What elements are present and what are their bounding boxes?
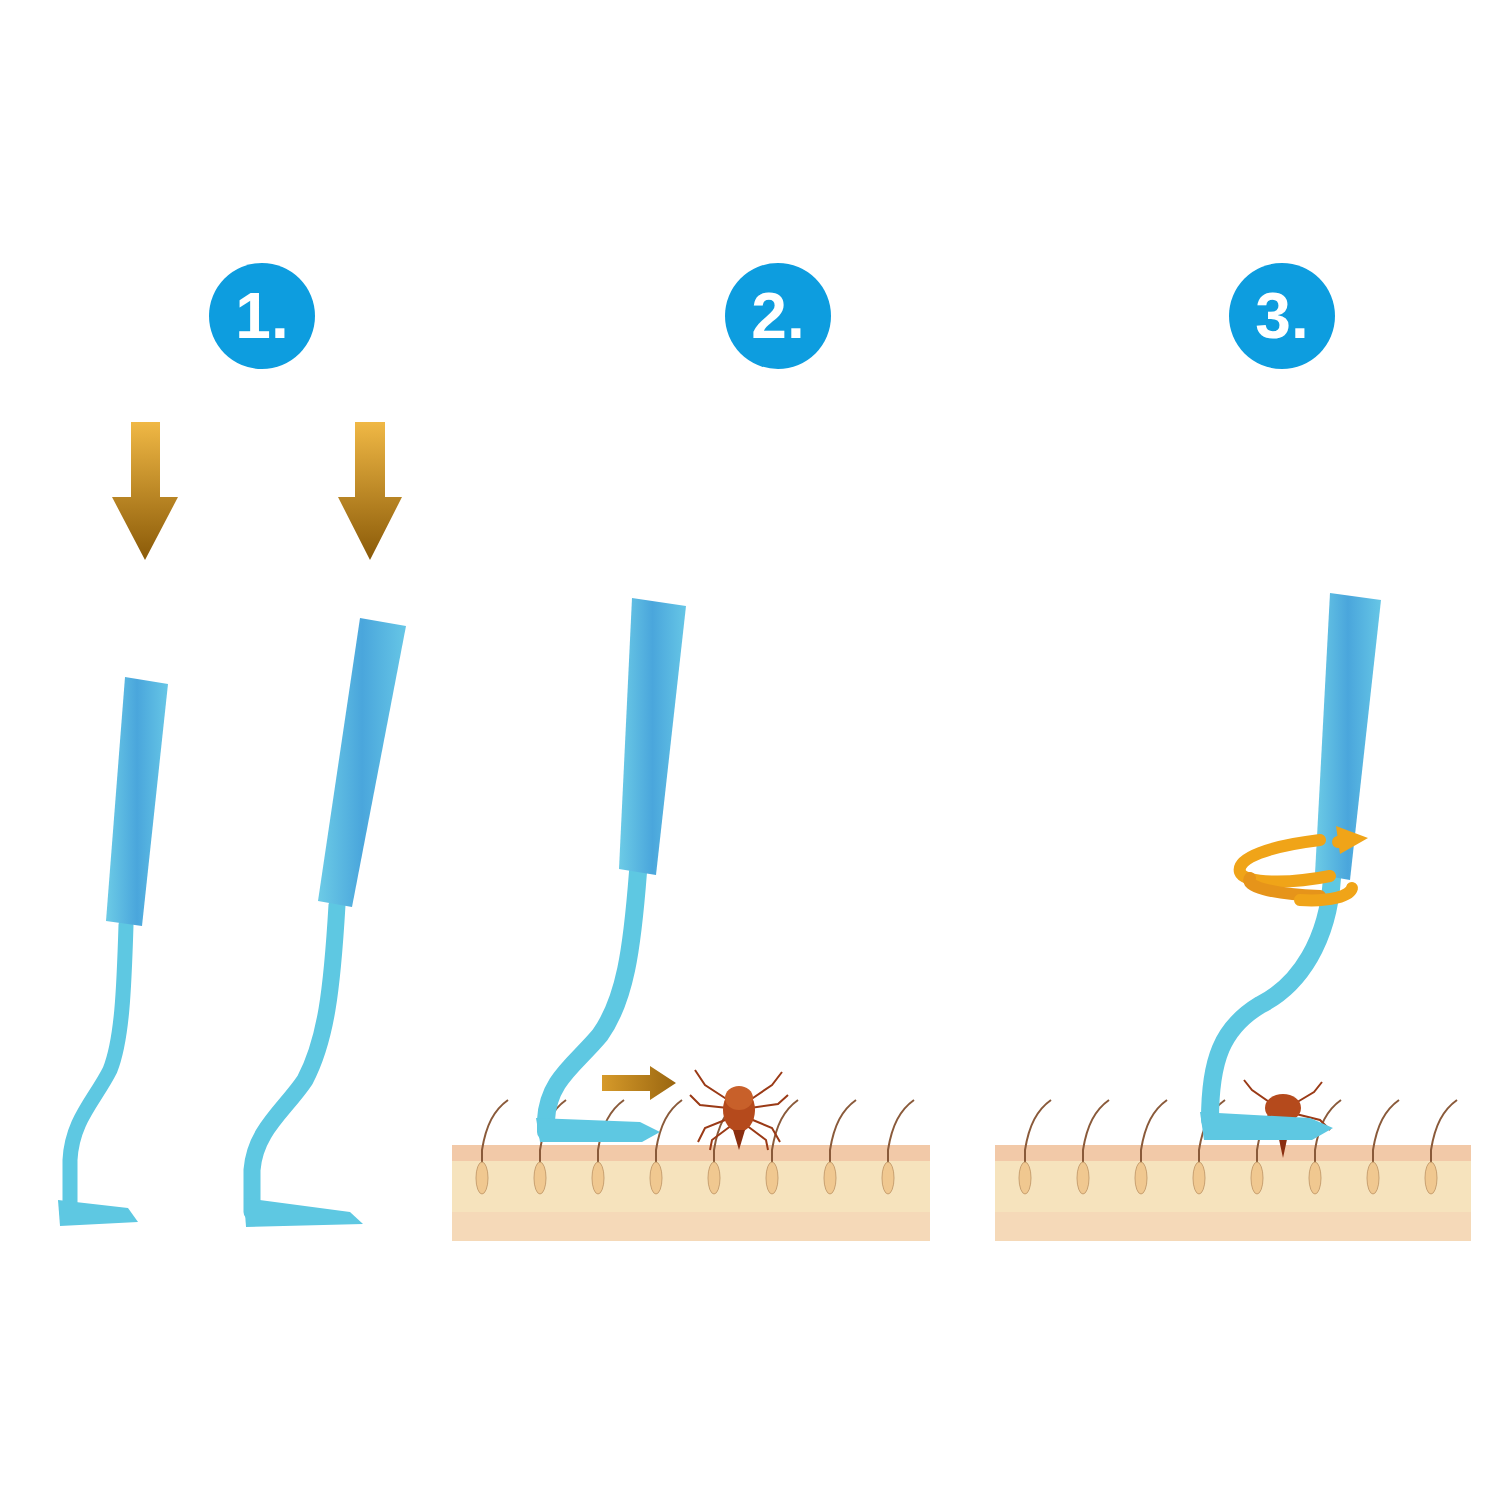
hair-follicle xyxy=(1193,1162,1205,1194)
hair-follicle xyxy=(708,1162,720,1194)
tick-hook xyxy=(536,598,686,1142)
skin-section xyxy=(995,1100,1471,1241)
push-arrow xyxy=(602,1066,676,1100)
hair-follicle xyxy=(1367,1162,1379,1194)
down-arrow xyxy=(112,422,402,560)
step-number-circle: 1. xyxy=(209,263,315,369)
hair-follicle xyxy=(1019,1162,1031,1194)
twist-arrow xyxy=(1240,840,1352,900)
tick-hook xyxy=(58,677,168,1226)
hair-follicle xyxy=(1135,1162,1147,1194)
hair-follicle xyxy=(592,1162,604,1194)
hair-follicle xyxy=(476,1162,488,1194)
hair-follicle xyxy=(650,1162,662,1194)
twist-arrow-head xyxy=(1336,826,1368,854)
tick xyxy=(690,1070,788,1150)
hair-follicle xyxy=(1425,1162,1437,1194)
hair-follicle xyxy=(1077,1162,1089,1194)
hair-follicle xyxy=(1251,1162,1263,1194)
step-number-circle: 3. xyxy=(1229,263,1335,369)
tick-hook xyxy=(244,618,406,1227)
hair-follicle xyxy=(882,1162,894,1194)
hair-follicle xyxy=(766,1162,778,1194)
hair-follicle xyxy=(534,1162,546,1194)
step-number: 2. xyxy=(751,284,804,348)
tick-hook xyxy=(1200,593,1381,1140)
step-number-circle: 2. xyxy=(725,263,831,369)
hair-follicle xyxy=(1309,1162,1321,1194)
skin-section xyxy=(452,1100,930,1241)
hair-follicle xyxy=(824,1162,836,1194)
step-number: 3. xyxy=(1255,284,1308,348)
step-number: 1. xyxy=(235,284,288,348)
